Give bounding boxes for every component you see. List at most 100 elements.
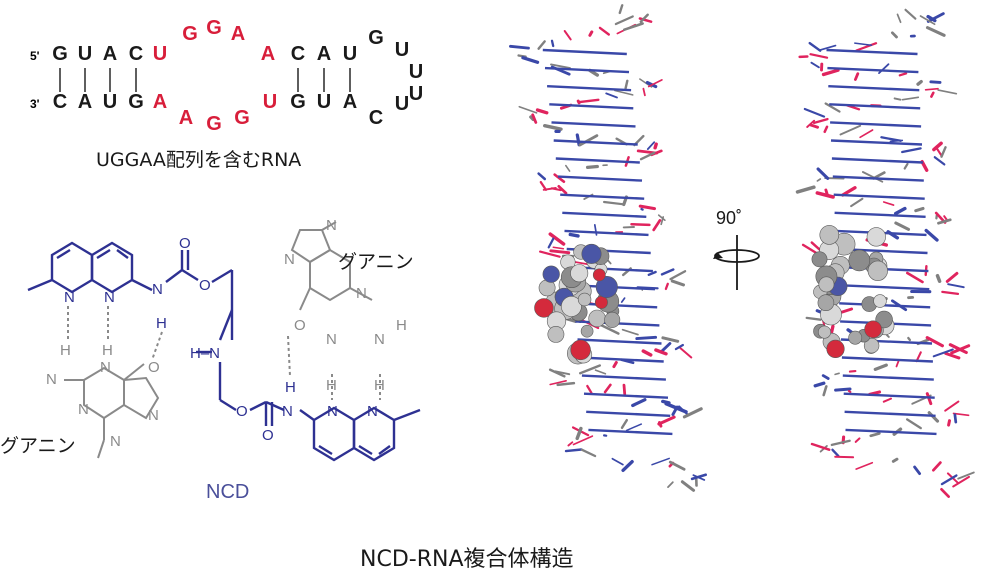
- guanine-lower-label: グアニン: [0, 435, 76, 457]
- helix-stick: [941, 290, 960, 295]
- ligand-atom-sphere: [811, 251, 828, 268]
- helix-stick: [535, 108, 549, 115]
- hairpin-loop: UU: [409, 61, 423, 105]
- helix-base-pair: [577, 338, 662, 345]
- helix-stick: [805, 316, 822, 321]
- ligand-atom-sphere: [875, 310, 893, 329]
- helix-stick: [641, 349, 653, 357]
- helix-stick: [930, 91, 935, 98]
- helix-stick: [556, 381, 576, 387]
- helix-stick: [824, 102, 841, 113]
- helix-stick: [810, 442, 831, 451]
- helix-base-pair: [831, 157, 923, 164]
- helix-stick: [612, 361, 618, 369]
- helix-stick: [613, 89, 634, 96]
- helix-stick: [893, 97, 902, 101]
- helix-stick: [795, 185, 816, 194]
- ligand-atom-sphere: [848, 249, 871, 272]
- gua-n-atom: N: [326, 331, 337, 348]
- helix-stick: [818, 44, 837, 52]
- helix-stick: [913, 465, 921, 476]
- helix-stick: [815, 191, 835, 199]
- helix-stick: [658, 421, 663, 428]
- ligand-atom-sphere: [819, 225, 840, 245]
- ncd-n-atom: N: [367, 403, 378, 420]
- helix-stick: [660, 268, 675, 276]
- helix-stick: [654, 348, 668, 356]
- helix-stick: [622, 383, 627, 396]
- ligand-atom-sphere: [867, 260, 888, 281]
- base-letter: U: [78, 43, 92, 65]
- helix-stick: [621, 328, 639, 336]
- helix-stick: [537, 172, 547, 181]
- helix-base-pair: [843, 392, 935, 399]
- base-letter: A: [231, 23, 245, 45]
- helix-stick: [669, 270, 687, 281]
- ncd-label: NCD: [206, 481, 249, 503]
- helix-stick: [831, 448, 840, 458]
- base-letter: G: [128, 91, 144, 113]
- helix-base-pair: [544, 66, 630, 74]
- ligand-atom-sphere: [577, 292, 592, 307]
- helix-stick: [813, 381, 826, 388]
- helix-base-pair: [549, 103, 634, 110]
- gua-n-atom: N: [100, 359, 111, 376]
- helix-stick: [635, 335, 658, 341]
- helix-stick: [808, 41, 822, 52]
- helix-stick: [810, 61, 820, 69]
- helix-stick: [944, 352, 961, 360]
- helix-stick: [631, 398, 647, 408]
- base-letter: U: [395, 93, 409, 115]
- ncd-right-naphthyridine: [312, 406, 421, 462]
- ligand-atom-sphere: [542, 265, 560, 283]
- helix-base-pair: [829, 103, 921, 110]
- helix-base-pair: [826, 48, 918, 56]
- helix-stick: [508, 44, 530, 50]
- helix-stick: [517, 54, 527, 58]
- helix-stick: [579, 364, 601, 375]
- helix-stick: [543, 123, 563, 131]
- gua-h-atom: H: [374, 377, 385, 394]
- helix-stick: [568, 232, 580, 238]
- helix-stick: [657, 214, 666, 221]
- helix-stick: [945, 271, 959, 283]
- helix-base-pair: [551, 121, 636, 128]
- helix-stick: [947, 283, 965, 289]
- helix-stick: [575, 133, 581, 147]
- base-letter: U: [263, 91, 277, 113]
- ligand-atom-sphere: [817, 325, 831, 339]
- helix-base-pair: [562, 211, 647, 218]
- ligand-atom-sphere: [848, 330, 863, 345]
- helix-stick: [809, 123, 820, 129]
- helix-stick: [657, 415, 676, 426]
- ligand-atom-sphere: [817, 294, 835, 312]
- ncd-left-naphthyridine: [27, 241, 315, 426]
- helix-stick: [935, 273, 942, 283]
- ncd-guanine-binding-structure: N N N H O O H–N O O N H N N H H N N: [0, 217, 421, 503]
- helix-stick: [611, 457, 624, 466]
- helix-stick: [640, 207, 644, 211]
- helix-stick: [932, 141, 943, 152]
- helix-stick: [952, 412, 970, 417]
- helix-stick: [660, 342, 672, 353]
- helix-stick: [932, 461, 942, 472]
- helix-stick: [651, 457, 670, 466]
- helix-base-pair: [553, 139, 638, 146]
- helix-stick: [547, 237, 555, 249]
- helix-stick: [894, 206, 907, 216]
- helix-stick: [602, 200, 624, 206]
- gua-h-atom: H: [396, 317, 407, 334]
- helix-stick: [944, 400, 960, 412]
- base-letter: A: [261, 43, 275, 65]
- helix-stick: [925, 336, 944, 348]
- helix-stick: [550, 187, 562, 192]
- helix-stick: [690, 473, 708, 481]
- helix-stick: [531, 113, 538, 124]
- ligand-atom-sphere: [561, 295, 582, 317]
- ncd-n-atom: N: [282, 403, 293, 420]
- helix-stick: [830, 439, 851, 447]
- helix-base-pair: [586, 410, 671, 417]
- helix-stick: [585, 164, 599, 170]
- helix-stick: [639, 13, 649, 23]
